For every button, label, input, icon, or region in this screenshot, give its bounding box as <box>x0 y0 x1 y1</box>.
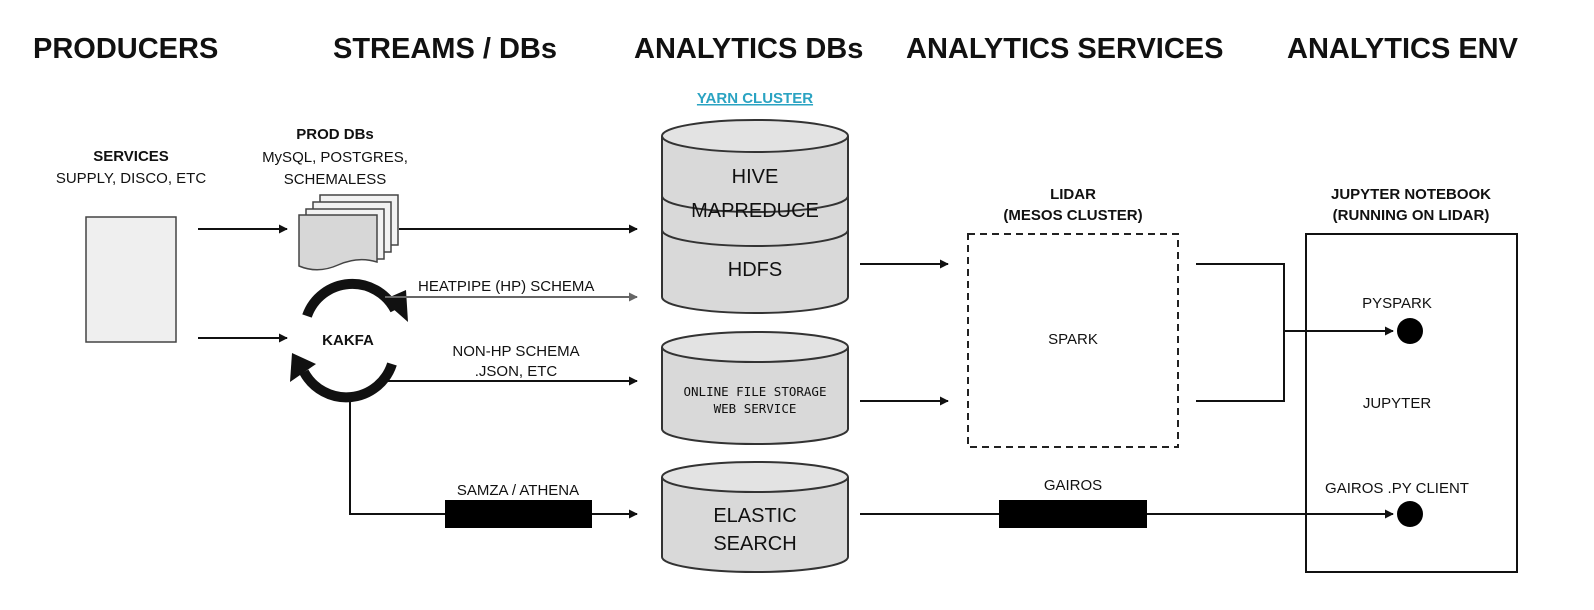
non-hp-schema-line1: NON-HP SCHEMA <box>452 343 579 360</box>
header-analytics-services: ANALYTICS SERVICES <box>906 33 1223 65</box>
online-storage-line2: WEB SERVICE <box>714 401 797 416</box>
services-title: SERVICES <box>93 148 169 165</box>
gairos-client-label: GAIROS .PY CLIENT <box>1325 480 1469 497</box>
gairos-label: GAIROS <box>1044 477 1102 494</box>
samza-athena-bar <box>445 500 592 528</box>
prod-dbs-line2: SCHEMALESS <box>284 171 387 188</box>
services-box <box>85 216 177 343</box>
spark-output-bracket <box>1196 263 1285 402</box>
prod-dbs-line1: MySQL, POSTGRES, <box>262 149 408 166</box>
jupyter-label: JUPYTER <box>1363 395 1432 412</box>
header-streams-dbs: STREAMS / DBs <box>333 33 557 65</box>
mapreduce-label: MAPREDUCE <box>691 200 819 222</box>
spark-label: SPARK <box>1048 331 1098 348</box>
prod-dbs-documents-icon <box>298 194 399 271</box>
services-subtitle: SUPPLY, DISCO, ETC <box>56 170 206 187</box>
online-storage-line1: ONLINE FILE STORAGE <box>684 384 827 399</box>
non-hp-schema-line2: .JSON, ETC <box>475 363 558 380</box>
notebook-subtitle: (RUNNING ON LIDAR) <box>1333 207 1490 224</box>
hive-label: HIVE <box>732 166 779 188</box>
heatpipe-schema-label: HEATPIPE (HP) SCHEMA <box>418 278 594 295</box>
header-analytics-dbs: ANALYTICS DBs <box>634 33 863 65</box>
lidar-subtitle: (MESOS CLUSTER) <box>1003 207 1142 224</box>
prod-dbs-title: PROD DBs <box>296 126 374 143</box>
elastic-search-cylinder <box>661 461 849 573</box>
samza-athena-label: SAMZA / ATHENA <box>457 482 579 499</box>
jupyter-notebook-box <box>1305 233 1518 573</box>
lidar-title: LIDAR <box>1050 186 1096 203</box>
pyspark-node <box>1397 318 1423 344</box>
online-file-storage-cylinder <box>661 331 849 445</box>
elastic-line2: SEARCH <box>713 533 796 555</box>
header-analytics-env: ANALYTICS ENV <box>1287 33 1519 65</box>
yarn-cluster-link[interactable]: YARN CLUSTER <box>697 90 813 107</box>
lidar-box <box>967 233 1179 448</box>
notebook-title: JUPYTER NOTEBOOK <box>1331 186 1491 203</box>
yarn-cluster-cylinder <box>661 119 849 314</box>
gairos-client-node <box>1397 501 1423 527</box>
gairos-bar <box>999 500 1147 528</box>
hdfs-label: HDFS <box>728 259 782 281</box>
elastic-line1: ELASTIC <box>713 505 796 527</box>
kafka-label: KAKFA <box>322 332 374 349</box>
pyspark-label: PYSPARK <box>1362 295 1432 312</box>
header-producers: PRODUCERS <box>33 33 218 65</box>
